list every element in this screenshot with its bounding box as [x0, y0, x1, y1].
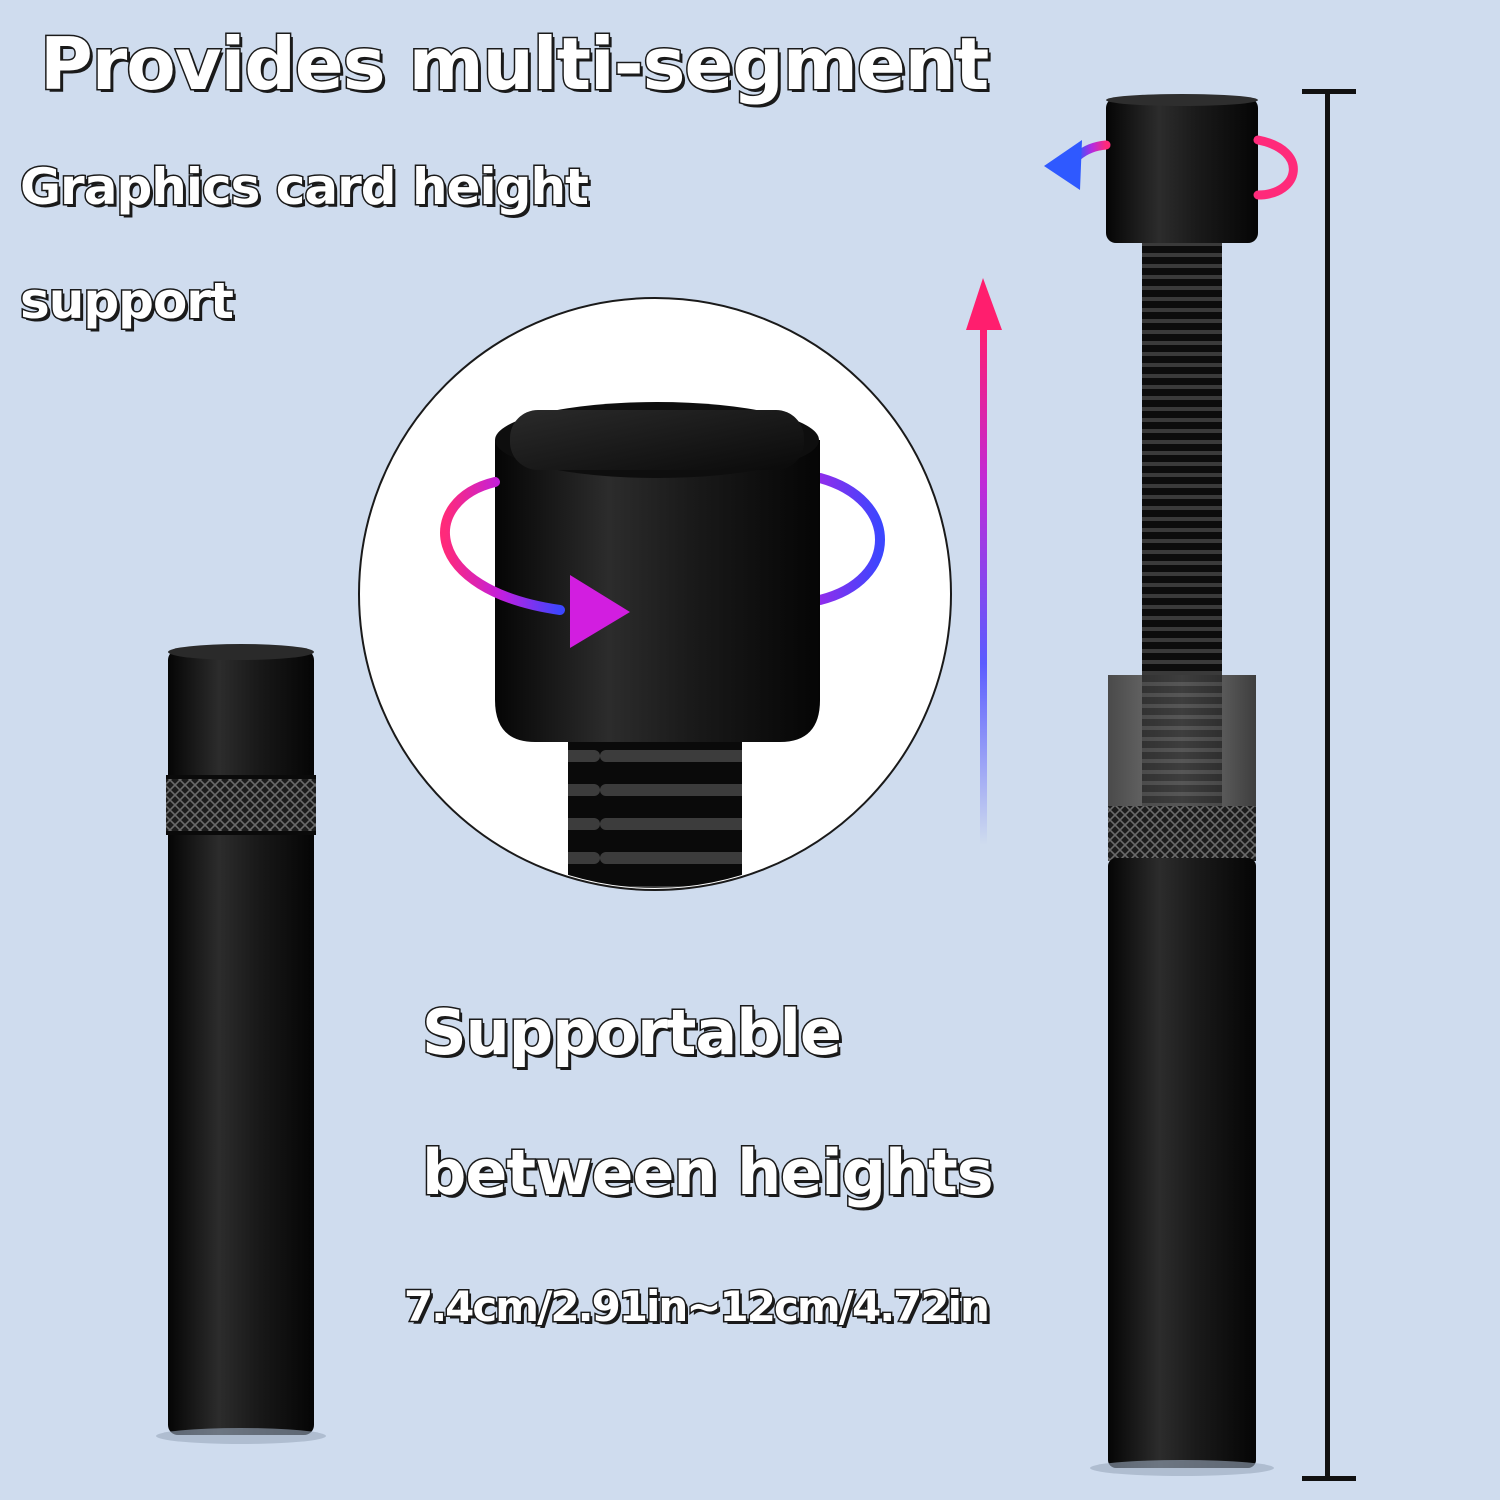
headline-line-3: support: [19, 271, 236, 332]
tall-standoff: [1090, 94, 1274, 1476]
feature-line-2: between heights: [421, 1135, 996, 1211]
rotate-arrow-icon: [1044, 135, 1298, 200]
height-dimension-icon: [1302, 89, 1356, 1481]
zoom-detail-circle: [358, 297, 952, 891]
headline-line-2: Graphics card height: [19, 157, 591, 218]
feature-line-1: Supportable: [421, 995, 844, 1071]
headline-line-1: Provides multi-segment: [38, 21, 990, 108]
short-standoff: [156, 644, 326, 1444]
height-range-text: 7.4cm/2.91in~12cm/4.72in: [403, 1281, 992, 1333]
up-arrow-icon: [966, 278, 1002, 845]
